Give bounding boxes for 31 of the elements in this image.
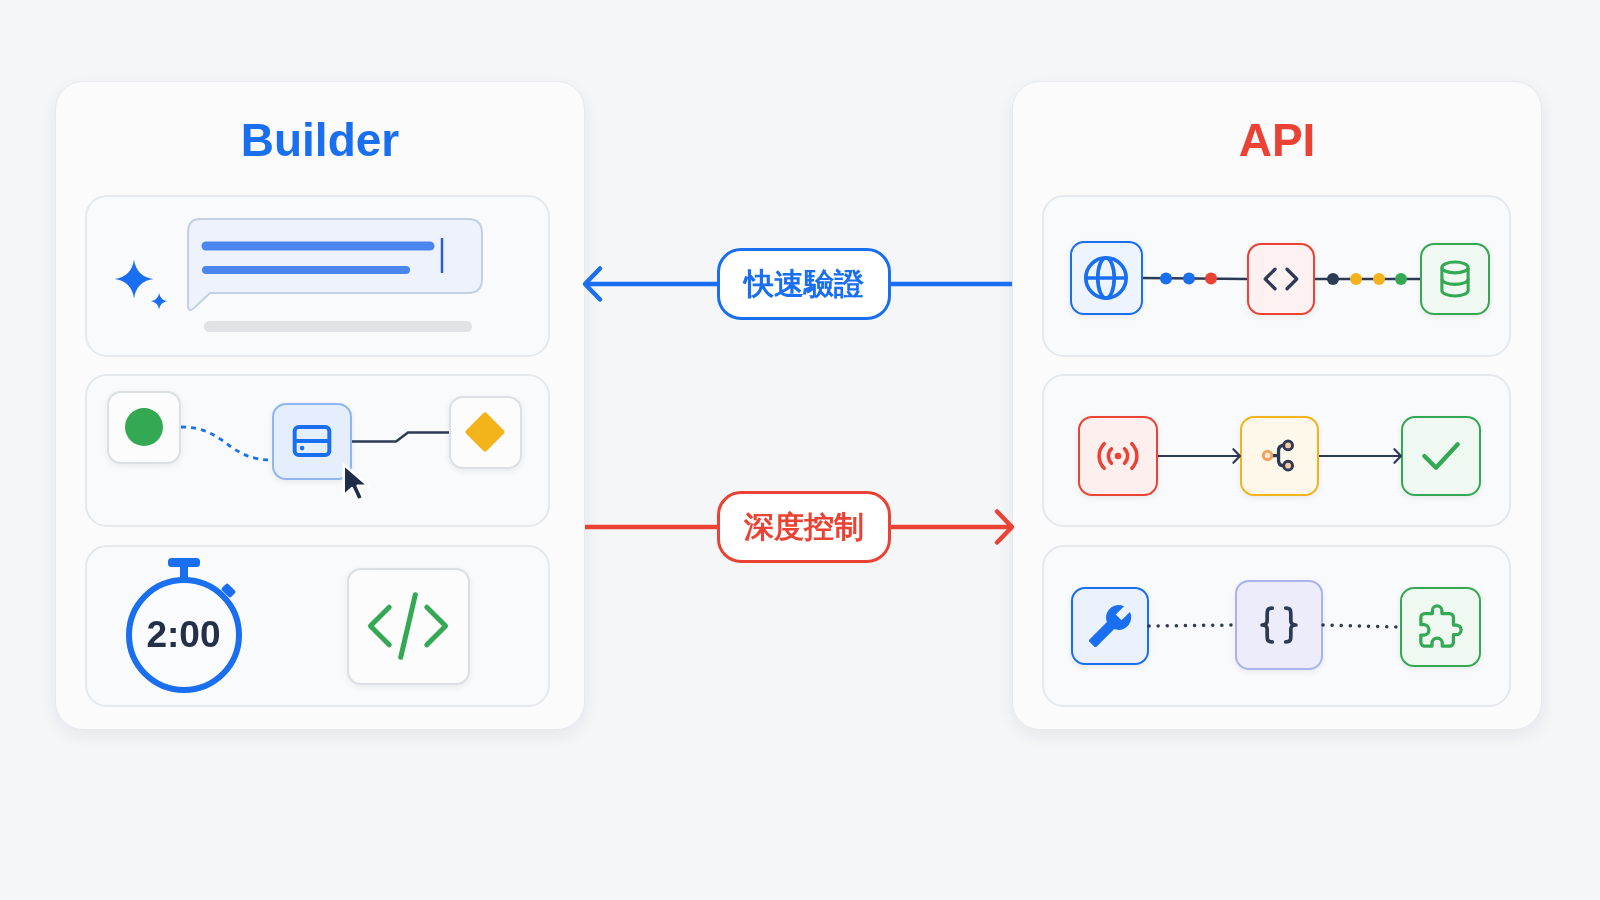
icon-tile xyxy=(271,402,352,480)
section-card xyxy=(84,373,550,527)
icon-tile xyxy=(1234,579,1323,670)
section-card xyxy=(84,194,550,357)
section-card xyxy=(1041,544,1511,707)
panel xyxy=(55,81,585,730)
panel xyxy=(1012,81,1542,730)
edge-label: 深度控制 xyxy=(717,491,891,563)
section-card xyxy=(1041,194,1511,357)
icon-tile xyxy=(346,567,470,685)
panel-title: API xyxy=(1238,114,1316,167)
icon-tile xyxy=(106,390,181,464)
connector-line xyxy=(352,431,449,443)
icon-tile xyxy=(448,395,522,469)
section-card xyxy=(84,544,550,707)
icon-tile xyxy=(1069,240,1143,315)
connector-line xyxy=(1143,276,1247,281)
arrow xyxy=(1319,448,1403,464)
icon-tile xyxy=(1399,586,1481,667)
icon-tile xyxy=(1239,415,1319,496)
panel-title: Builder xyxy=(240,114,400,167)
edge-label: 快速驗證 xyxy=(717,248,891,320)
icon-tile xyxy=(1400,415,1481,496)
connector-line xyxy=(1315,277,1420,281)
icon-tile xyxy=(1077,415,1158,496)
icon-tile xyxy=(1070,586,1149,665)
icon-tile xyxy=(1246,242,1315,315)
section-card xyxy=(1041,373,1511,527)
icon-tile xyxy=(1419,242,1490,315)
arrow xyxy=(1158,448,1242,464)
timer-text: 2:00 xyxy=(146,614,221,655)
